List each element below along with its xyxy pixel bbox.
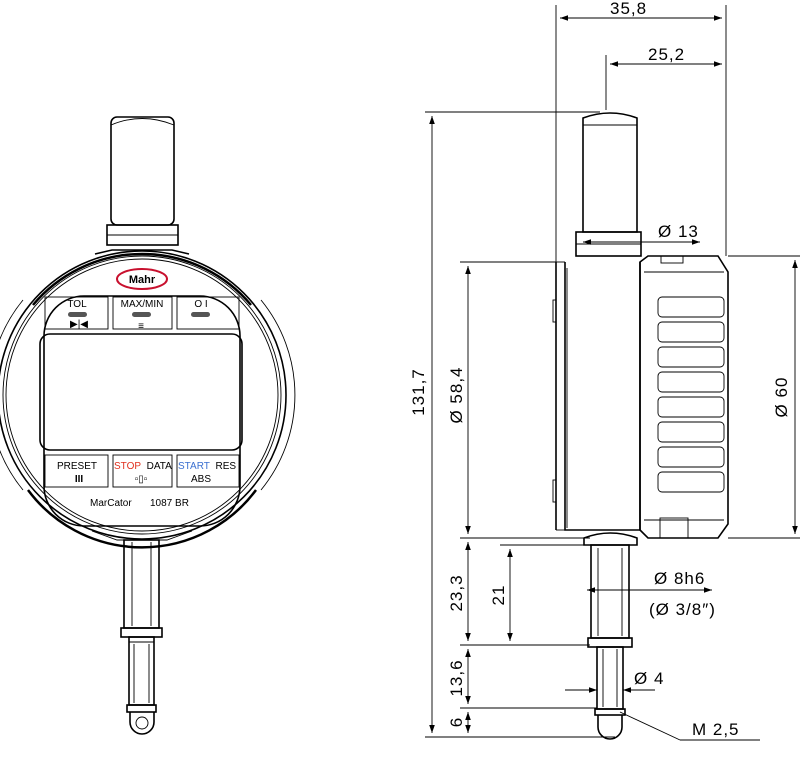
button-preset-label: PRESET [57,461,97,472]
stem-diameter-imperial-value: (Ø 3/8″) [649,600,716,619]
dimension-tip-end: 6 [447,712,471,733]
tolerance-icon: ▶|◀ [70,319,88,330]
model-number: 1087 BR [150,498,189,509]
menu-lines-icon: ≡ [138,321,144,332]
side-cap [575,112,642,257]
side-bezel [639,255,729,539]
thread-value: M 2,5 [692,720,740,739]
tip-diameter-value: Ø 4 [634,669,664,688]
case-diameter-outer-value: Ø 60 [772,377,791,418]
dimension-width-back: 25,2 [605,45,722,110]
dimension-tip-diameter: Ø 4 [565,669,664,693]
dimension-spindle-cap: Ø 13 [583,222,700,245]
model-name: MarCator [90,498,132,509]
front-view: Mahr TOL ▶|◀ MAX/MIN ≡ O I PRESET III [0,116,296,735]
case-diameter-inner-value: Ø 58,4 [447,366,466,423]
measuring-stem [120,539,163,735]
button-stop-data[interactable]: STOP DATA ▫▯▫ [112,454,173,488]
spindle-cap-value: Ø 13 [658,222,699,241]
dimension-tip-length: 13,6 [447,649,597,709]
button-tol[interactable]: TOL ▶|◀ [44,296,109,330]
brand-logo-text: Mahr [129,274,156,286]
dial-case [0,249,296,549]
button-max-min[interactable]: MAX/MIN ≡ [112,296,173,332]
side-body [552,261,641,531]
stem-length-value: 23,3 [447,574,466,611]
tip-length-value: 13,6 [447,659,466,696]
lifting-cap [106,116,179,246]
start-res-label: START RES [178,461,236,472]
stop-data-label: STOP DATA [114,461,172,472]
height-total-value: 131,7 [409,368,428,416]
tip-end-value: 6 [447,717,466,727]
dimension-thread: M 2,5 [619,711,760,741]
width-back-value: 25,2 [648,45,685,64]
stem-diameter-value: Ø 8h6 [654,569,705,588]
dimension-height-total: 131,7 [409,111,615,738]
button-preset[interactable]: PRESET III [44,454,109,488]
mahr-logo: Mahr [116,268,168,290]
width-total-value: 35,8 [610,0,647,18]
button-start-res-abs[interactable]: START RES ABS [176,454,240,488]
button-max-min-label: MAX/MIN [121,299,164,310]
preset-icon: III [75,474,84,485]
lcd-display [39,333,243,451]
stem-length-short-value: 21 [489,585,508,606]
abs-label: ABS [191,474,211,485]
data-transfer-icon: ▫▯▫ [135,474,148,485]
dimension-stem-diameter: Ø 8h6 (Ø 3/8″) [587,569,716,619]
dimension-stem-length-short: 21 [489,544,590,641]
button-on-off[interactable]: O I [176,296,240,330]
dimension-case-diameter-outer: Ø 60 [728,255,800,539]
grip-ridges [657,296,725,493]
dimension-stem-length: 23,3 [447,542,590,646]
button-on-off-label: O I [194,299,207,310]
dimension-width-total: 35,8 [555,0,727,262]
dimension-case-diameter-inner: Ø 58,4 [447,261,590,539]
dial-face [43,295,241,527]
button-tol-label: TOL [67,299,87,310]
